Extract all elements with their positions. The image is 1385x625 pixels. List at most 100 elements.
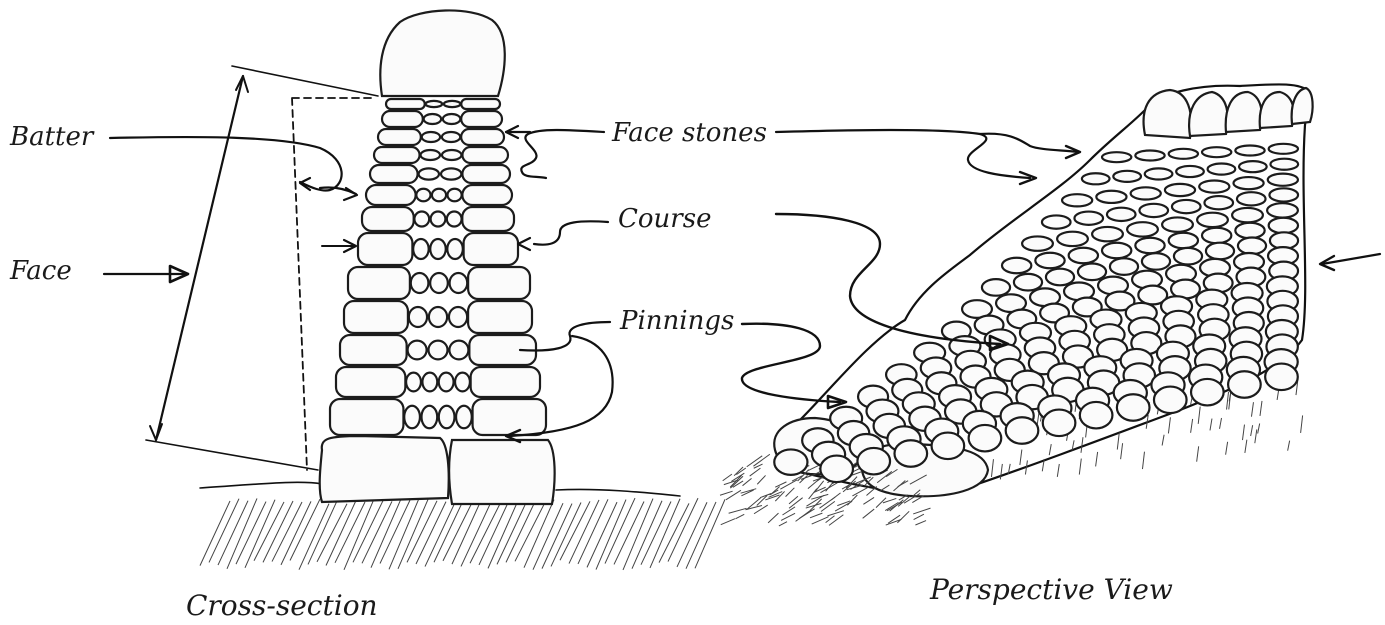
pinning-stone [450,273,468,293]
shadow-stroke [887,502,902,511]
face-stone [1269,188,1298,201]
face-stone [1172,200,1201,213]
face-stone [462,207,514,231]
grass-stroke [1096,452,1098,467]
face-stone [1204,196,1233,209]
face-stone [362,207,414,231]
pinning-stone [455,373,470,392]
pinning-stone [442,150,461,160]
shadow-stroke [726,490,741,500]
face-stone [1228,371,1261,398]
face-stone [378,129,421,145]
ground-hatch-line [326,501,356,566]
shadow-stroke [826,516,835,523]
face-stone [1267,203,1298,217]
shadow-stroke [735,514,744,519]
shadow-stroke [757,475,765,484]
face-stone [1199,180,1229,192]
grass-stroke [1260,401,1262,416]
grass-stroke [1226,442,1228,455]
shadow-stroke [786,488,795,497]
grass-stroke [1258,423,1260,433]
face-stone [1042,215,1071,228]
shadow-stroke [863,509,875,518]
face-stone [1113,171,1141,182]
face-stone [1176,166,1204,177]
cope-stone [1292,88,1313,124]
pinning-stone [431,212,446,227]
face-stone [1014,274,1042,291]
face-stone [1135,151,1164,161]
pinning-stone [406,373,421,392]
pinning-stone [447,189,461,202]
pinning-stone [430,273,448,293]
pinning-stone [419,168,439,179]
face-stone [374,147,420,163]
face-stone [1191,379,1224,406]
ground-hatch-line [407,501,437,563]
face-stone [340,335,407,365]
face-stone [1269,144,1298,154]
ground-hatch-line [596,500,626,570]
face-stone [1237,192,1266,205]
foundation-stone [449,440,555,504]
cope-stone [1260,92,1294,128]
perspective-wall [720,84,1313,526]
ground-hatch-line [290,499,320,560]
shadow-stroke [723,474,732,481]
shadow-stroke [915,521,926,525]
shadow-stroke [863,497,874,504]
ground-hatch-line [569,500,599,564]
ground-hatch-line [227,498,257,568]
face-stone [366,185,416,205]
face-stone [1169,233,1198,249]
ground-hatch-line [281,501,311,565]
pinnings-label: Pinnings [620,308,734,334]
face-stone [1046,269,1074,286]
face-stone [1002,258,1031,274]
grass-stroke [1081,437,1083,453]
face-dimension-line [156,76,243,440]
ground-hatch-line [506,500,536,563]
shadow-stroke [750,468,761,476]
face-stone [461,129,504,145]
grass-stroke [1197,446,1199,461]
ground-hatch-line [686,502,716,569]
face-stone [461,111,502,127]
pinning-stone [441,168,461,179]
course-arrowhead-left [518,238,530,250]
shadow-stroke [886,519,902,525]
face-stone [1062,194,1092,206]
grass-stroke [1288,441,1290,451]
ground-hatch-line [200,501,230,566]
shadow-stroke [754,505,768,514]
face-stone [1102,243,1131,259]
face-stone [468,301,532,333]
ground-hatch-line [488,501,518,569]
pinning-stone [430,239,446,259]
ground-hatch-line [542,504,572,569]
face-stone [1202,147,1231,157]
face-stone [1206,243,1234,260]
shadow-stroke [729,508,747,513]
grass-stroke [1255,429,1257,443]
pinning-stone [422,373,437,392]
face-stone [358,233,412,265]
shadow-stroke [829,515,843,526]
face-stones-leader-right-2 [980,134,1078,152]
shadow-stroke [914,514,924,519]
pinning-stone [411,273,429,293]
shadow-stroke [809,489,817,499]
face-stone [1268,174,1298,186]
ground-hatch-line [551,502,581,566]
cross-section-caption: Cross-section [186,592,378,620]
face-stone [1135,238,1164,254]
cope-stone [1226,92,1262,132]
face-stone [1235,146,1264,156]
face-stone [462,147,508,163]
pinning-stone [409,307,427,327]
shadow-stroke [812,517,829,524]
grass-stroke [1079,459,1081,475]
cope-stone [1189,92,1228,136]
face-stones-leader-right [776,130,1030,178]
